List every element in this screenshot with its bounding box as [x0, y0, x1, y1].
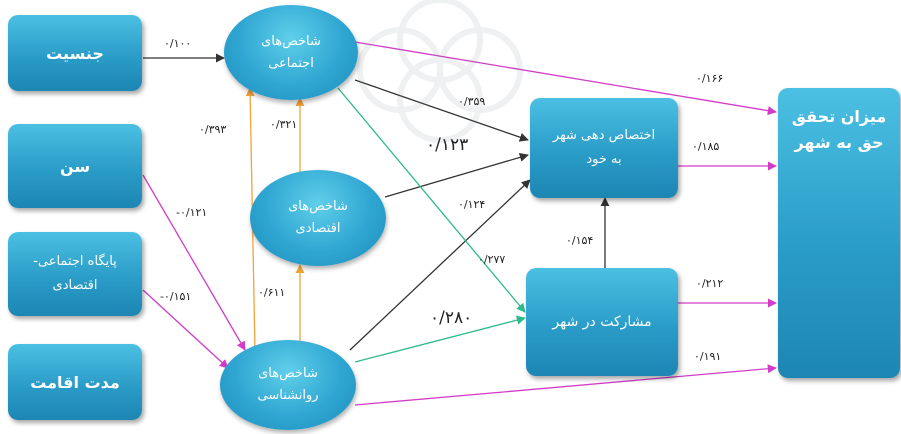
- arrow-econ-approp: [384, 152, 529, 198]
- coef-econ-social: ۰/۳۲۱: [270, 118, 298, 131]
- box-appropriation-line2: به خود: [586, 152, 622, 167]
- arrow-social-outcome: [354, 41, 777, 116]
- oval-economic-line1: شاخص‌های: [288, 199, 348, 214]
- coef-approp-outcome: ۰/۱۸۵: [692, 140, 720, 153]
- arrow-psych-particip: [354, 315, 526, 363]
- coef-psych-particip: ۰/۲۸۰: [430, 308, 473, 328]
- oval-psych-line2: روانشناسی: [257, 388, 319, 403]
- oval-social: شاخص‌های اجتماعی: [224, 5, 358, 100]
- box-age: سن: [8, 124, 142, 208]
- box-appropriation-line1: اختصاص دهی شهر: [552, 128, 656, 143]
- box-outcome-line1: میزان تحقق: [791, 107, 887, 126]
- coef-social-particip: ۰/۲۷۷: [478, 253, 506, 266]
- arrow-psych-outcome: [354, 364, 777, 406]
- box-age-label: سن: [59, 156, 91, 176]
- arrow-social-particip: [337, 87, 526, 313]
- box-ses: پایگاه اجتماعی- اقتصادی: [8, 232, 142, 316]
- box-outcome-line2: حق به شهر: [794, 133, 884, 152]
- coef-psych-approp: ۰/۱۲۴: [458, 198, 486, 211]
- coef-age-psych: -۰/۱۲۱: [176, 206, 208, 219]
- coef-psych-econ: ۰/۶۱۱: [258, 286, 286, 299]
- coef-psych-social: ۰/۳۹۳: [199, 123, 227, 136]
- box-participation: مشارکت در شهر: [526, 268, 678, 376]
- coef-particip-outcome: ۰/۲۱۲: [696, 277, 724, 290]
- coef-social-outcome: ۰/۱۶۶: [696, 72, 724, 85]
- coef-gender-social: ۰/۱۰۰: [164, 37, 192, 50]
- arrow-age-psych: [142, 174, 246, 351]
- oval-social-line1: شاخص‌های: [261, 33, 321, 49]
- box-ses-label-line1: پایگاه اجتماعی-: [33, 254, 117, 269]
- box-outcome: میزان تحقق حق به شهر: [778, 88, 900, 378]
- coef-social-approp: ۰/۳۵۹: [458, 95, 486, 108]
- box-residence: مدت اقامت: [8, 344, 142, 420]
- watermark-emblem-icon: [357, 0, 523, 143]
- oval-psych-line1: شاخص‌های: [258, 366, 318, 381]
- box-residence-label: مدت اقامت: [30, 372, 120, 392]
- arrow-ses-psych: [142, 289, 229, 369]
- oval-psych: شاخص‌های روانشناسی: [220, 340, 356, 430]
- box-gender-label: جنسیت: [46, 43, 104, 63]
- coef-particip-approp: ۰/۱۵۴: [566, 234, 594, 247]
- oval-economic-line2: اقتصادی: [295, 221, 341, 236]
- coef-psych-outcome: ۰/۱۹۱: [694, 350, 722, 363]
- coef-econ-approp: ۰/۱۲۳: [426, 135, 469, 155]
- box-gender: جنسیت: [8, 15, 142, 91]
- box-appropriation: اختصاص دهی شهر به خود: [530, 98, 678, 198]
- arrow-psych-approp: [349, 179, 531, 351]
- oval-social-line2: اجتماعی: [268, 55, 314, 71]
- box-participation-label: مشارکت در شهر: [552, 314, 652, 330]
- arrow-social-approp: [354, 79, 529, 142]
- box-ses-label-line2: اقتصادی: [52, 278, 98, 293]
- oval-economic: شاخص‌های اقتصادی: [250, 170, 386, 266]
- coef-ses-psych: -۰/۱۵۱: [160, 290, 192, 303]
